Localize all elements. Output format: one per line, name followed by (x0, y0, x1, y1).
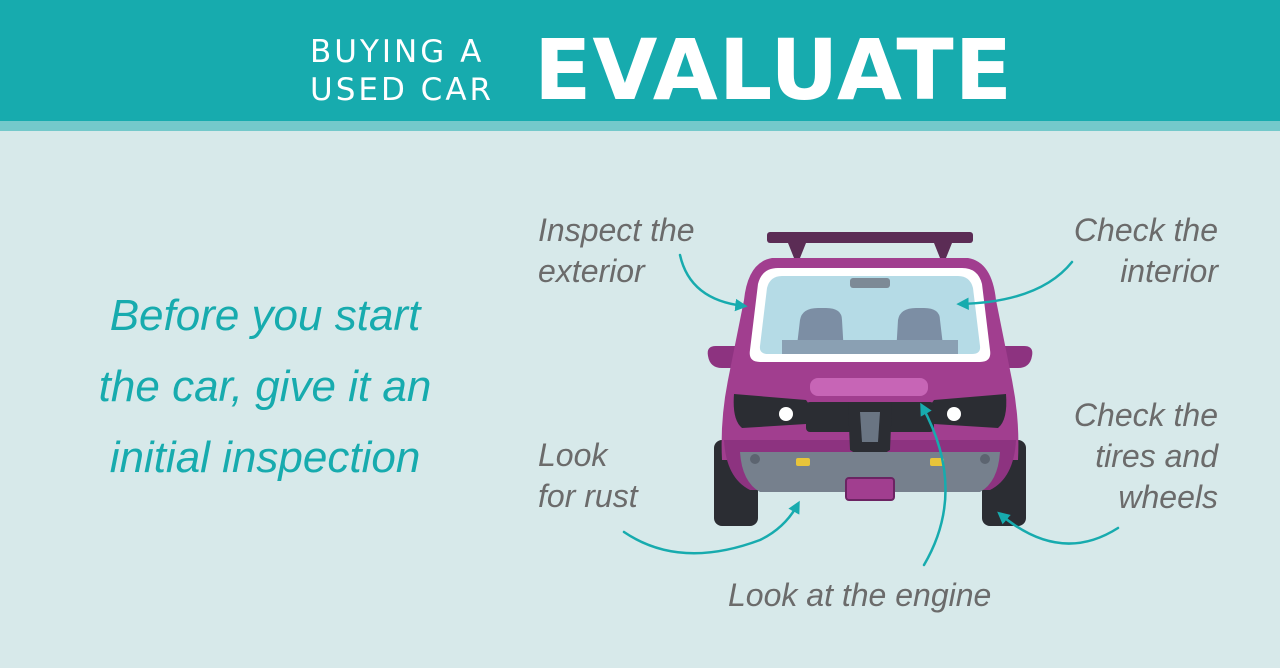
header-banner: BUYING A USED CAR EVALUATE (0, 0, 1280, 131)
label-tires-line-3: wheels (1118, 479, 1218, 515)
label-check-interior: Check the interior (1074, 210, 1218, 292)
arrow-interior (956, 260, 1074, 311)
arrow-engine (920, 402, 947, 567)
intro-line-3: initial inspection (109, 433, 421, 482)
label-check-tires: Check the tires and wheels (1074, 395, 1218, 518)
arrow-rust (622, 500, 800, 555)
label-look-for-rust: Look for rust (538, 435, 638, 517)
label-interior-line-2: interior (1120, 253, 1218, 289)
label-engine-line-1: Look at the engine (728, 577, 992, 613)
label-tires-line-2: tires and (1095, 438, 1218, 474)
intro-line-2: the car, give it an (98, 362, 432, 411)
header-headline: EVALUATE (534, 21, 1014, 119)
front-bumper (740, 452, 1000, 501)
intro-text: Before you start the car, give it an ini… (60, 280, 470, 493)
label-tires-line-1: Check the (1073, 397, 1218, 433)
kicker-line-2: USED CAR (310, 72, 495, 108)
kicker-line-1: BUYING A (310, 34, 485, 70)
label-rust-line-1: Look (538, 437, 608, 473)
label-exterior-line-2: exterior (538, 253, 645, 289)
intro-line-1: Before you start (109, 291, 421, 340)
label-interior-line-1: Check the (1073, 212, 1218, 248)
label-rust-line-2: for rust (538, 478, 638, 514)
front-fascia (733, 394, 1007, 457)
header-kicker: BUYING A USED CAR (310, 33, 494, 109)
label-exterior-line-1: Inspect the (538, 212, 695, 248)
windshield (749, 268, 991, 362)
label-look-at-engine: Look at the engine (728, 575, 991, 616)
arrow-exterior (678, 253, 748, 312)
roof-rack (767, 232, 973, 258)
arrow-tires (997, 511, 1120, 545)
label-inspect-exterior: Inspect the exterior (538, 210, 695, 292)
